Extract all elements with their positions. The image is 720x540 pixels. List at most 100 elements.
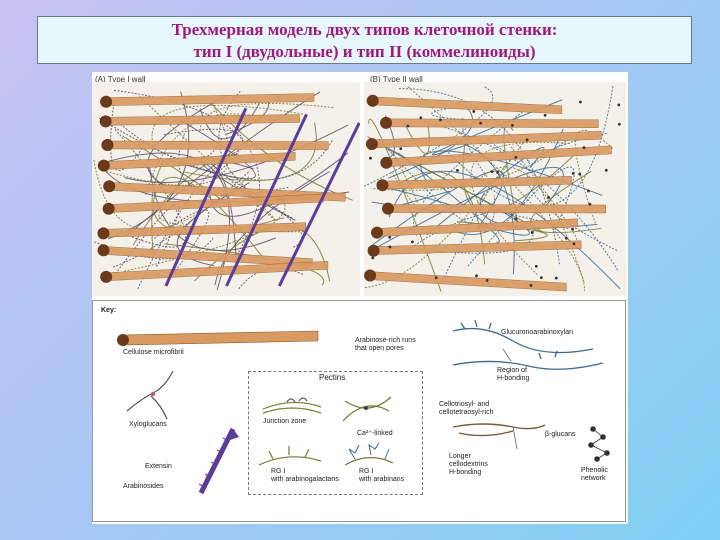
polymer-strand bbox=[470, 141, 570, 276]
phenolic-dot bbox=[571, 172, 575, 175]
phenolic-dot bbox=[554, 276, 558, 280]
polymer-strand bbox=[431, 107, 545, 123]
phenolic-dot bbox=[434, 276, 438, 280]
beta-glucans-label: β-glucans bbox=[545, 431, 576, 438]
polymer-strand bbox=[237, 267, 304, 291]
rg1-arabinogalactans-label: RG I with arabinogalactans bbox=[271, 468, 339, 483]
cellulose-microfibril bbox=[383, 118, 599, 129]
phenolic-dot bbox=[587, 189, 590, 193]
phenolic-network-label: Phenolic network bbox=[581, 467, 608, 482]
cellotriosyl-label: Cellotriosyl- and cellotetraosyl-rich bbox=[439, 401, 494, 416]
extensin-glyph bbox=[198, 427, 239, 495]
rg1-arabinans-glyph bbox=[344, 442, 394, 466]
phenolic-dot bbox=[371, 256, 375, 260]
microfibril-end bbox=[376, 179, 389, 192]
polymer-strand bbox=[98, 117, 333, 181]
key-glyphs bbox=[117, 319, 610, 495]
microfibril-end bbox=[364, 269, 377, 282]
phenolic-dot bbox=[604, 168, 608, 172]
cellulose-microfibril-label: Cellulose microfibril bbox=[123, 349, 184, 356]
polymer-strand bbox=[151, 104, 304, 148]
arabinosides-label: Arabinosides bbox=[123, 483, 164, 490]
microfibril-end bbox=[366, 94, 379, 107]
phenolic-dot bbox=[530, 231, 534, 234]
polymer-strand bbox=[364, 86, 494, 187]
rg1-arabinogalactans-glyph bbox=[258, 446, 322, 466]
ca-linked-label: Ca²⁺-linked bbox=[357, 430, 393, 437]
phenolic-dot bbox=[617, 122, 621, 126]
microfibril-end bbox=[101, 138, 114, 151]
phenolic-dot bbox=[571, 227, 574, 231]
microfibril-end bbox=[367, 244, 380, 257]
phenolic-dot bbox=[525, 138, 529, 142]
gax-glyph bbox=[452, 319, 604, 370]
panel-background bbox=[364, 82, 626, 296]
phenolic-dot bbox=[388, 235, 392, 239]
phenolic-dot bbox=[539, 276, 543, 279]
microfibril-end bbox=[380, 116, 393, 129]
extensin-rod bbox=[164, 107, 248, 287]
cell-wall-figure: (A) Type I wall (B) Type II wall bbox=[92, 72, 628, 524]
phenolic-dot bbox=[543, 113, 547, 117]
phenolic-dot bbox=[572, 242, 576, 246]
phenolic-dot bbox=[578, 172, 582, 176]
pectins-group: Pectins Junction zone Ca²⁺-linked RG I w… bbox=[248, 371, 423, 495]
phenolic-dot bbox=[564, 236, 568, 240]
polymer-strand bbox=[176, 182, 250, 267]
cellulose-microfibril bbox=[385, 204, 606, 214]
xyloglucan-glyph bbox=[126, 370, 174, 420]
longer-cellodextrins-label: Longer cellodextrins H-bonding bbox=[449, 453, 488, 476]
polymer-strand bbox=[105, 152, 230, 291]
title-box: Трехмерная модель двух типов клеточной с… bbox=[37, 16, 692, 64]
polymer-strand bbox=[94, 237, 214, 260]
microfibril-end bbox=[97, 244, 110, 257]
polymer-strand bbox=[423, 121, 619, 271]
polymer-strand bbox=[149, 167, 277, 251]
phenolic-dot bbox=[419, 116, 423, 120]
phenolic-network-glyph bbox=[588, 426, 610, 462]
phenolic-dot bbox=[485, 278, 489, 282]
polymer-strand bbox=[510, 146, 578, 242]
polymer-strand bbox=[104, 104, 230, 186]
beta-glucan-glyph bbox=[452, 423, 546, 450]
phenolic-dot bbox=[479, 121, 482, 125]
polymer-strand bbox=[375, 166, 564, 249]
ca-linked-glyph bbox=[342, 396, 392, 422]
key-legend: Key: Cellulose microfibril Xyloglucans E… bbox=[92, 300, 626, 522]
polymer-strand bbox=[112, 203, 180, 278]
microfibril-end bbox=[100, 270, 113, 283]
phenolic-dot bbox=[388, 245, 392, 249]
polymer-strand bbox=[165, 118, 256, 180]
xyloglucans-label: Xyloglucans bbox=[129, 421, 167, 428]
phenolic-dot bbox=[475, 274, 478, 278]
phenolic-dot bbox=[514, 155, 518, 159]
type-1-wall-illustration bbox=[92, 82, 360, 296]
phenolic-dot bbox=[529, 283, 533, 287]
type-2-wall-illustration bbox=[364, 82, 626, 296]
title-line-1: Трехмерная модель двух типов клеточной с… bbox=[171, 20, 558, 39]
phenolic-dot bbox=[456, 168, 459, 172]
microfibril-end bbox=[371, 226, 384, 239]
microfibril-end bbox=[380, 156, 393, 169]
phenolic-dot bbox=[439, 118, 442, 122]
extensin-label: Extensin bbox=[145, 463, 172, 470]
h-bonding-region-label: Region of H-bonding bbox=[497, 367, 530, 382]
phenolic-dot bbox=[406, 124, 410, 128]
rg1-arabinans-label: RG I with arabinans bbox=[359, 468, 405, 483]
phenolic-dot bbox=[511, 123, 514, 127]
arabinose-rich-label: Arabinose-rich runs that open pores bbox=[355, 337, 416, 352]
microfibril-end bbox=[97, 227, 110, 240]
polymer-strand bbox=[402, 120, 430, 154]
polymer-strand bbox=[113, 89, 260, 258]
phenolic-dot bbox=[582, 146, 586, 150]
extensin-rod bbox=[225, 113, 308, 287]
microfibril-end bbox=[365, 138, 378, 151]
panel-b-label: (B) Type II wall bbox=[370, 75, 423, 84]
phenolic-dot bbox=[410, 240, 414, 244]
polymer-strand bbox=[125, 91, 321, 237]
junction-zone-glyph bbox=[262, 397, 322, 414]
microfibril-end bbox=[102, 202, 115, 215]
panel-a-label: (A) Type I wall bbox=[95, 75, 146, 84]
phenolic-dot bbox=[547, 195, 550, 199]
phenolic-dot bbox=[617, 103, 621, 107]
